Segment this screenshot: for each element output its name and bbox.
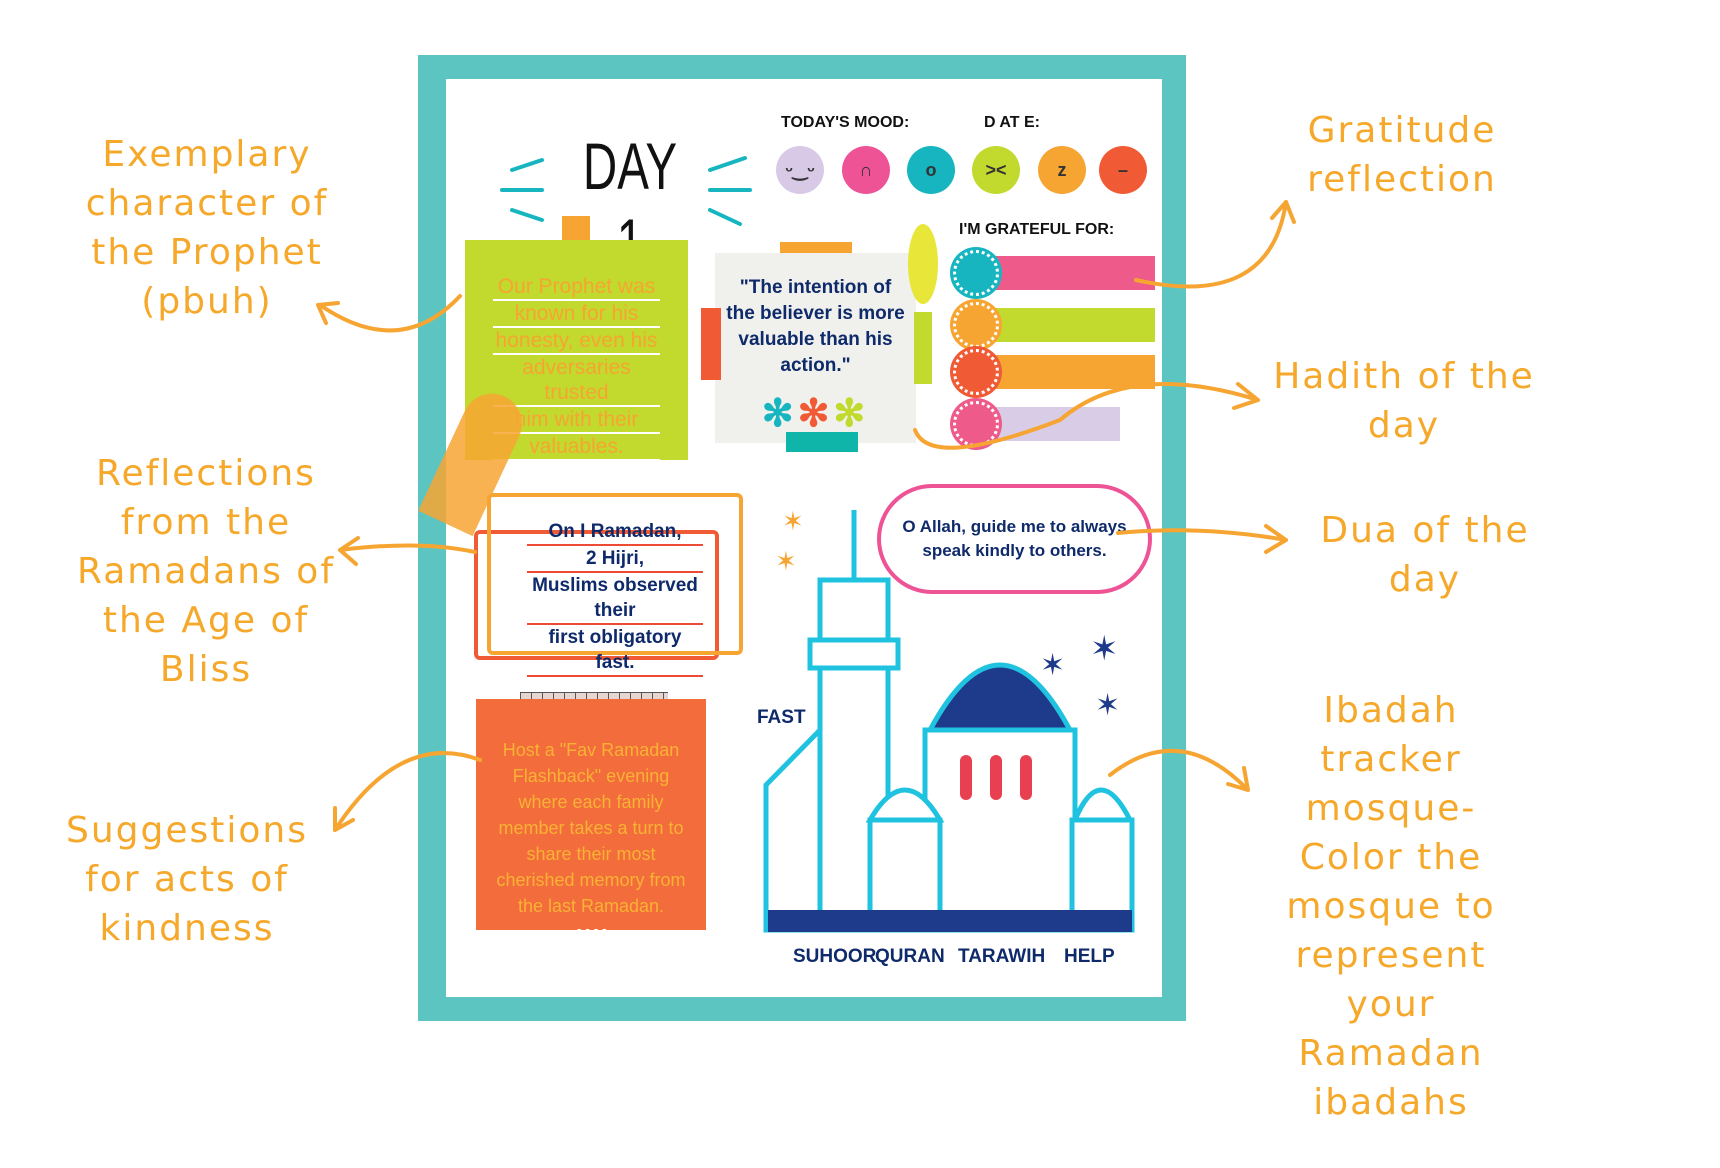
annotation-hadith: Hadith of the day — [1273, 356, 1535, 446]
kindness-note: Host a "Fav Ramadan Flashback" evening w… — [476, 699, 706, 951]
ramadan-note-line: Muslims observed their — [527, 573, 703, 625]
arrow-kindness — [333, 751, 482, 832]
svg-text:✶: ✶ — [782, 506, 804, 536]
tracker-label-suhoor: SUHOOR — [793, 946, 877, 967]
mood-sad-icon[interactable]: ∩ — [842, 146, 890, 194]
tracker-label-tarawih: TARAWIH — [958, 946, 1046, 967]
tracker-label-fast: FAST — [757, 707, 806, 728]
gratitude-bullet-icon — [953, 302, 999, 348]
kindness-text: Host a "Fav Ramadan Flashback" evening w… — [496, 740, 686, 916]
svg-text:✶: ✶ — [1090, 630, 1119, 668]
mood-sleepy-icon[interactable]: z — [1038, 146, 1086, 194]
dua-cloud: O Allah, guide me to always speak kindly… — [877, 484, 1152, 594]
annotation-gratitude: Gratitude reflection — [1307, 110, 1497, 200]
tracker-label-help: HELP — [1064, 946, 1115, 967]
mood-upset-icon[interactable]: – — [1099, 146, 1147, 194]
arrow-gratitude — [1134, 200, 1296, 289]
character-note-line: adversaries trusted — [493, 355, 660, 407]
mood-label: TODAY'S MOOD: — [781, 114, 910, 131]
dua-text: O Allah, guide me to always speak kindly… — [902, 517, 1127, 560]
annotation-reflections: Reflections from the Ramadans of the Age… — [76, 453, 336, 690]
date-label: D AT E: — [984, 114, 1040, 131]
character-note-line: valuables. — [493, 434, 660, 461]
tape — [701, 308, 721, 380]
character-note-line: him with their — [493, 407, 660, 434]
character-note-line: Our Prophet was — [493, 274, 660, 301]
mood-happy-icon[interactable]: ᵕ‿ᵕ — [776, 146, 824, 194]
annotation-dua: Dua of the day — [1320, 510, 1530, 600]
flowers-icon: ✻✻✻ — [761, 393, 870, 435]
svg-text:✶: ✶ — [1095, 689, 1120, 722]
grateful-label: I'M GRATEFUL FOR: — [959, 221, 1115, 238]
gratitude-entry-field[interactable] — [985, 308, 1155, 342]
box-shadow-outline — [474, 530, 719, 660]
ramadan-note-line: 2 Hijri, — [527, 546, 703, 573]
squiggle-icon: ℓℓℓℓ — [574, 923, 608, 953]
ramadan-note-line: On I Ramadan, — [527, 519, 703, 546]
arrow-hadith — [913, 382, 1260, 450]
svg-text:✶: ✶ — [1040, 649, 1065, 682]
annotation-character: Exemplary character of the Prophet (pbuh… — [85, 134, 329, 322]
ramadan-note-line: first obligatory fast. — [527, 625, 703, 677]
annotation-kindness: Suggestions for acts of kindness — [66, 810, 308, 949]
character-note-line: known for his — [493, 301, 660, 328]
gratitude-bullet-icon — [953, 250, 999, 296]
tape — [786, 432, 858, 452]
gratitude-bullet-icon — [953, 349, 999, 395]
arrow-character — [316, 294, 462, 333]
parrot-illustration — [908, 224, 938, 304]
ramadan-history-note: On I Ramadan,2 Hijri,Muslims observed th… — [487, 493, 743, 677]
arrow-ibadah — [1108, 748, 1250, 792]
mood-angry-icon[interactable]: >< — [972, 146, 1020, 194]
tape — [914, 312, 932, 384]
mosque-illustration: ✶ ✶ ✶ ✶ ✶ — [763, 506, 1135, 933]
hadith-text: "The intention of the believer is more v… — [726, 277, 905, 376]
gratitude-entry-field[interactable] — [985, 256, 1155, 290]
mood-surprised-icon[interactable]: o — [907, 146, 955, 194]
arrow-dua — [1116, 524, 1288, 554]
arrow-reflections — [338, 536, 477, 566]
annotation-ibadah: Ibadah tracker mosque- Color the mosque … — [1286, 690, 1496, 1123]
svg-text:✶: ✶ — [775, 546, 797, 576]
hadith-card: "The intention of the believer is more v… — [715, 253, 916, 443]
gratitude-entry-field[interactable] — [985, 355, 1155, 389]
character-note-line: honesty, even his — [493, 328, 660, 355]
day-sparkles — [500, 156, 752, 226]
tracker-label-quran: QURAN — [875, 946, 945, 967]
